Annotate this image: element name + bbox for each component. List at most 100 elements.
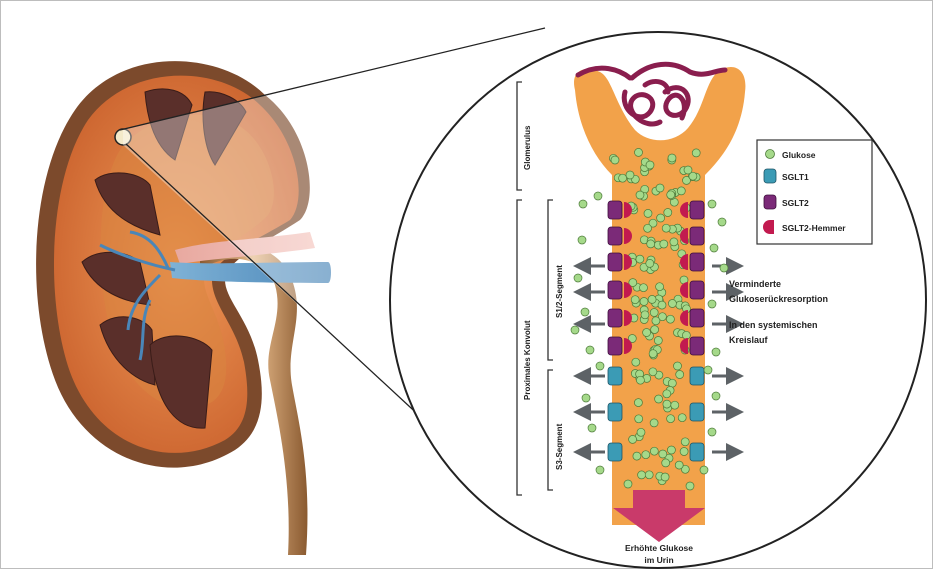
glucose-dot [633, 452, 641, 460]
sglt2-transporter [608, 309, 622, 327]
glucose-dot-outside [582, 394, 590, 402]
glucose-dot-upper [684, 166, 692, 174]
glucose-dot [662, 224, 670, 232]
glucose-dot [671, 401, 679, 409]
annotation-urine-1: Erhöhte Glukose [625, 543, 693, 553]
glucose-dot [664, 209, 672, 217]
glucose-dot [649, 368, 657, 376]
glucose-dot-outside [596, 466, 604, 474]
glucose-dot-outside [586, 346, 594, 354]
glucose-dot [652, 317, 660, 325]
glucose-dot [661, 473, 669, 481]
glucose-dot-outside [720, 264, 728, 272]
glucose-dot [651, 326, 659, 334]
glucose-dot [647, 240, 655, 248]
glucose-dot [636, 376, 644, 384]
glucose-dot [658, 301, 666, 309]
glucose-dot-upper [626, 171, 634, 179]
sglt1-transporter [608, 443, 622, 461]
glucose-dot [657, 214, 665, 222]
glucose-dot [677, 187, 685, 195]
glucose-dot [655, 395, 663, 403]
sglt2-transporter [608, 253, 622, 271]
glucose-dot-upper [636, 191, 644, 199]
glucose-dot-outside [596, 362, 604, 370]
glucose-dot [660, 240, 668, 248]
glucose-dot-upper [656, 184, 664, 192]
sglt2-transporter [690, 337, 704, 355]
glucose-dot-outside [686, 482, 694, 490]
glucose-dot-outside [712, 348, 720, 356]
glucose-dot [629, 435, 637, 443]
glucose-dot [638, 471, 646, 479]
glucose-dot [641, 311, 649, 319]
glucose-dot-upper [611, 156, 619, 164]
glucose-dot-outside [708, 300, 716, 308]
glucose-dot [635, 148, 643, 156]
glucose-dot-outside [704, 366, 712, 374]
glucose-dot [662, 459, 670, 467]
glucose-dot [666, 315, 674, 323]
sglt2-transporter [690, 253, 704, 271]
glucose-dot-outside [624, 480, 632, 488]
glucose-dot-outside [594, 192, 602, 200]
glucose-dot [675, 461, 683, 469]
glucose-dot [619, 174, 627, 182]
glucose-dot [631, 296, 639, 304]
glucose-dot [667, 446, 675, 454]
glucose-dot-outside [571, 326, 579, 334]
glucose-dot [654, 337, 662, 345]
glucose-dot [636, 255, 644, 263]
glucose-dot [649, 350, 657, 358]
legend-sglt1-label: SGLT1 [782, 172, 809, 182]
sglt1-transporter [690, 443, 704, 461]
glucose-dot [667, 415, 675, 423]
sglt1-transporter [608, 403, 622, 421]
glucose-dot [659, 450, 667, 458]
glucose-dot [663, 400, 671, 408]
glucose-dot-outside [700, 466, 708, 474]
glucose-dot [635, 415, 643, 423]
legend-inhibitor-label: SGLT2-Hemmer [782, 223, 846, 233]
glucose-dot [668, 300, 676, 308]
glucose-dot [637, 428, 645, 436]
glucose-dot [648, 295, 656, 303]
glucose-dot [674, 362, 682, 370]
legend-sglt1-swatch [764, 169, 776, 183]
glucose-dot-outside [718, 218, 726, 226]
glucose-dot-upper [668, 154, 676, 162]
glucose-dot-outside [712, 392, 720, 400]
sglt2-transporter [608, 281, 622, 299]
sglt2-transporter [690, 201, 704, 219]
sglt2-transporter [608, 227, 622, 245]
glucose-dot [681, 438, 689, 446]
legend-sglt2-label: SGLT2 [782, 198, 809, 208]
glucose-dot-upper [646, 161, 654, 169]
glucose-dot-outside [708, 200, 716, 208]
label-glomerulus: Glomerulus [523, 125, 532, 170]
glucose-dot [650, 447, 658, 455]
legend-glucose-swatch [766, 150, 775, 159]
glucose-dot [650, 419, 658, 427]
glucose-dot [670, 238, 678, 246]
annotation-circulation-1: In den systemischen [729, 320, 818, 330]
glucose-dot [634, 399, 642, 407]
sglt2-transporter [608, 337, 622, 355]
glucose-dot [678, 414, 686, 422]
glucose-dot [645, 471, 653, 479]
glucose-dot [676, 371, 684, 379]
glucose-dot [644, 224, 652, 232]
legend: Glukose SGLT1 SGLT2 SGLT2-Hemmer [757, 140, 872, 244]
glucose-dot [663, 390, 671, 398]
sglt1-transporter [608, 367, 622, 385]
annotation-circulation-2: Kreislauf [729, 335, 769, 345]
label-s1s2: S1/2-Segment [555, 265, 564, 318]
glucose-dot-outside [710, 244, 718, 252]
glucose-dot [667, 191, 675, 199]
sglt2-transporter [690, 309, 704, 327]
legend-sglt2-swatch [764, 195, 776, 209]
glucose-dot-outside [579, 200, 587, 208]
annotation-reduced-2: Glukoserückresorption [729, 294, 828, 304]
glucose-dot-outside [588, 424, 596, 432]
annotation-reduced-1: Verminderte [729, 279, 781, 289]
